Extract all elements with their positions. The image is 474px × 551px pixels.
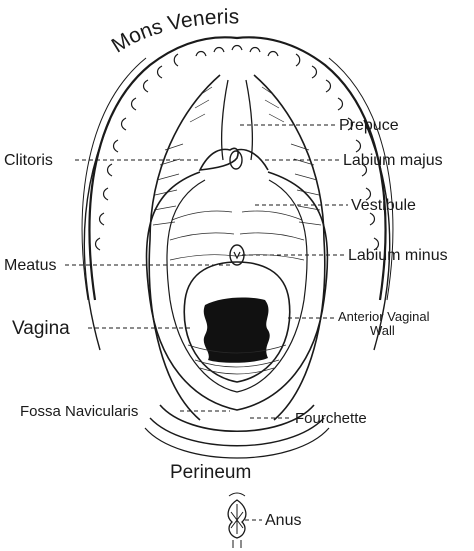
- vaginal-opening: [184, 262, 290, 382]
- label-fossa-navicularis: Fossa Navicularis: [20, 403, 138, 420]
- label-fourchette: Fourchette: [295, 410, 367, 427]
- label-meatus: Meatus: [4, 257, 56, 274]
- label-perineum: Perineum: [170, 462, 251, 483]
- label-vestibule: Vestibule: [351, 197, 416, 214]
- label-labium-minus: Labium minus: [348, 247, 448, 264]
- label-anterior-vaginal-wall-line2: Wall: [370, 323, 395, 338]
- label-labium-majus: Labium majus: [343, 152, 443, 169]
- label-anterior-vaginal-wall: Anterior Vaginal: [338, 309, 430, 324]
- anus-illustration: [228, 493, 246, 548]
- leader-lines: [65, 125, 348, 520]
- label-prepuce: Prepuce: [339, 117, 399, 134]
- label-vagina: Vagina: [12, 318, 70, 339]
- label-clitoris: Clitoris: [4, 152, 53, 169]
- label-anus: Anus: [265, 512, 301, 529]
